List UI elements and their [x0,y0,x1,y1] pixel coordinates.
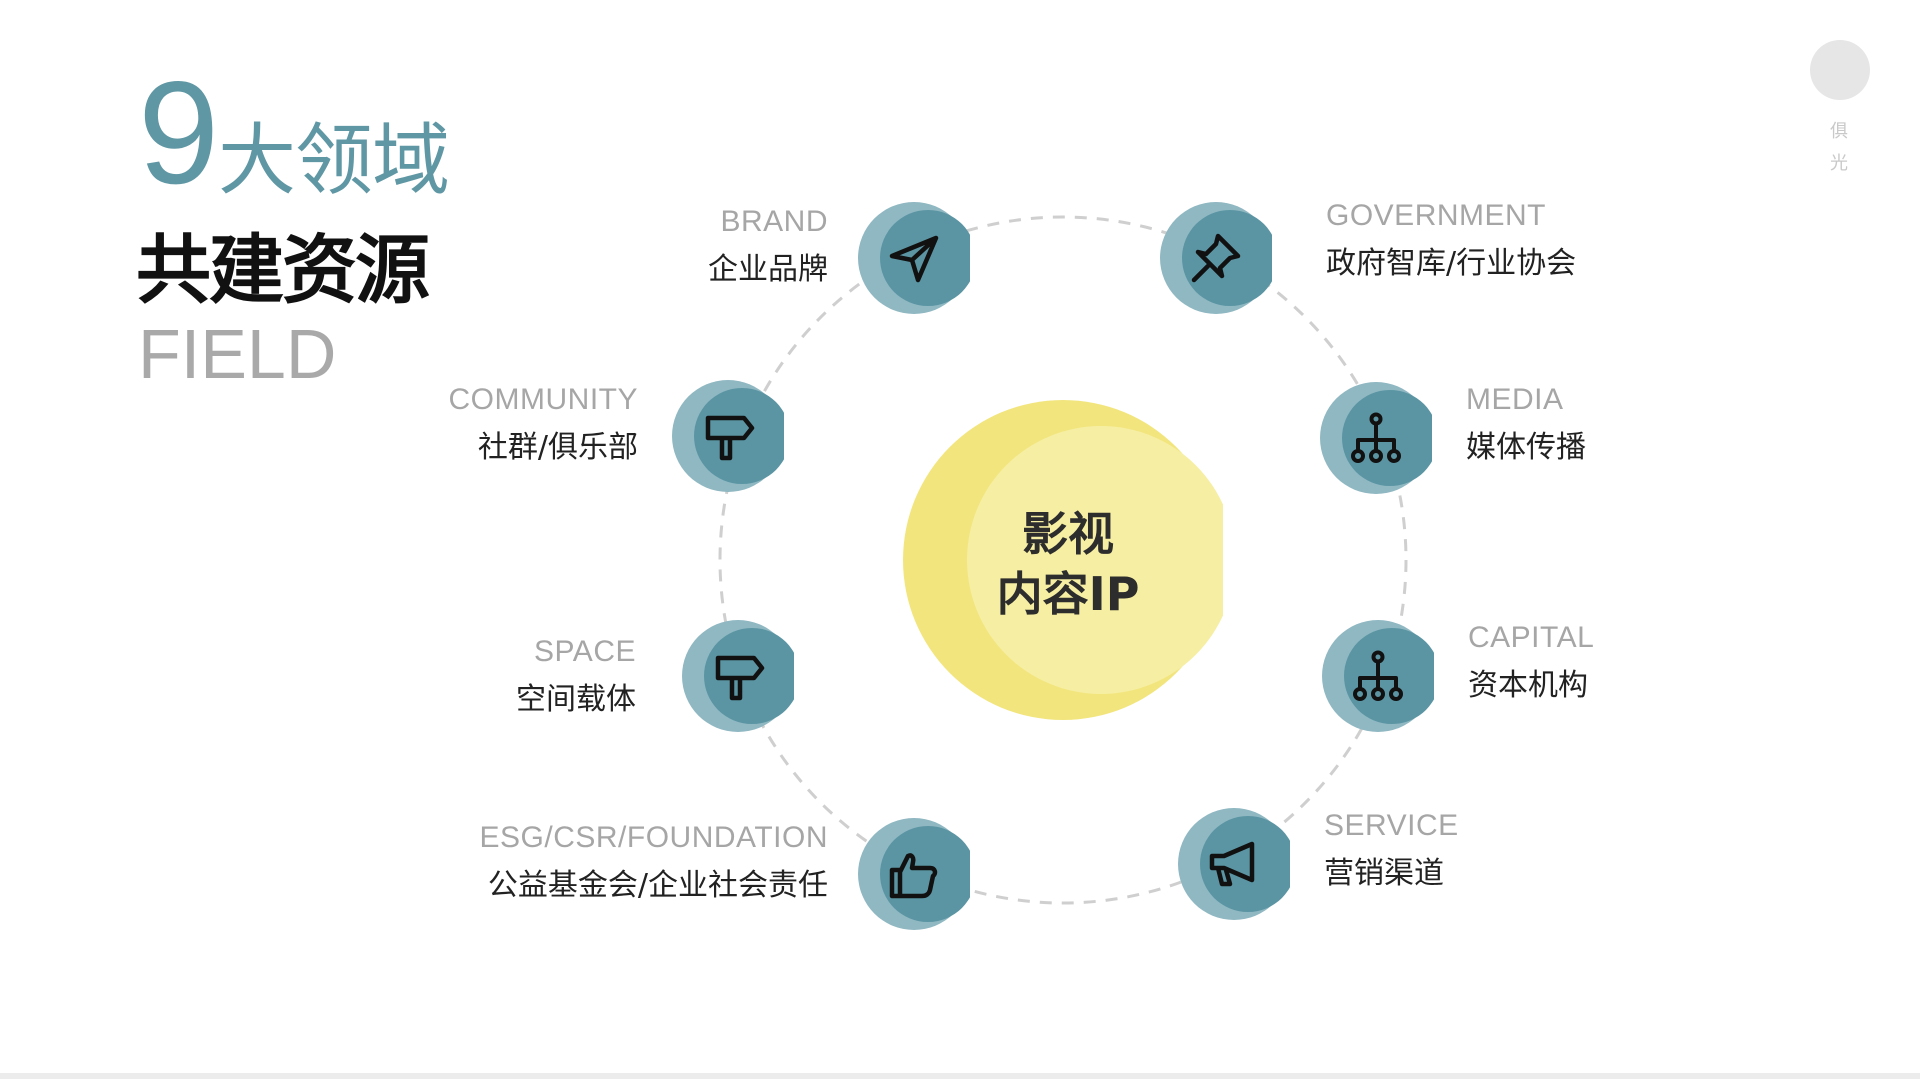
government-label-cn: 政府智库/行业协会 [1326,246,1577,281]
service-node [1178,808,1296,920]
space-node [682,620,800,732]
service-node-bg [1178,808,1296,920]
brand-label-en: BRAND [720,205,828,238]
paper-plane-icon [889,235,939,283]
community-label: COMMUNITY 社群/俱乐部 [449,382,638,468]
brand-label: BRAND 企业品牌 [708,204,828,290]
esg-node [858,818,976,930]
esg-label-en: ESG/CSR/FOUNDATION [479,821,828,854]
government-label-en: GOVERNMENT [1326,199,1547,232]
space-label-en: SPACE [534,635,636,668]
service-label-en: SERVICE [1324,809,1459,842]
hierarchy-icon [1353,650,1403,701]
thumbs-up-icon [889,853,938,899]
brand-node [858,202,976,314]
core-circle [903,400,1223,720]
community-node [672,380,790,492]
community-label-cn: 社群/俱乐部 [477,430,638,465]
signpost-icon [715,655,765,701]
government-node-bg [1160,202,1278,314]
field-label: FIELD [138,315,337,393]
title-text: 大领域 [218,116,450,206]
logo-text-line2: 光 [1830,153,1848,174]
pushpin-icon [1191,233,1241,283]
esg-label: ESG/CSR/FOUNDATION 公益基金会/企业社会责任 [480,820,828,906]
community-label-en: COMMUNITY [448,383,638,416]
esg-label-cn: 公益基金会/企业社会责任 [487,868,828,903]
media-label-en: MEDIA [1466,383,1564,416]
title-number: 9 [138,51,220,214]
space-label-cn: 空间载体 [516,682,636,717]
government-label: GOVERNMENT 政府智库/行业协会 [1326,198,1576,284]
signpost-icon [705,415,755,461]
logo-mark [1810,40,1870,100]
media-label-cn: 媒体传播 [1466,430,1586,465]
capital-label-en: CAPITAL [1468,621,1595,654]
brand-label-cn: 企业品牌 [708,252,828,287]
capital-node [1322,620,1440,732]
core-label: 影视 内容IP [968,504,1168,624]
space-label: SPACE 空间载体 [516,634,636,720]
logo-text-line1: 俱 [1830,121,1848,142]
core-label-line1: 影视 [1022,507,1114,561]
government-node [1160,202,1278,314]
megaphone-icon [1209,841,1255,887]
hierarchy-icon [1351,412,1401,463]
media-label: MEDIA 媒体传播 [1466,382,1586,468]
core-label-line2: 内容IP [996,567,1140,621]
bottom-rule [0,1073,1920,1079]
subtitle: 共建资源 [136,226,430,314]
service-label-cn: 营销渠道 [1324,856,1444,891]
media-node [1320,382,1438,494]
capital-label-cn: 资本机构 [1468,668,1588,703]
service-label: SERVICE 营销渠道 [1324,808,1459,894]
capital-label: CAPITAL 资本机构 [1468,620,1594,706]
logo-text: 俱 光 [1824,116,1854,180]
